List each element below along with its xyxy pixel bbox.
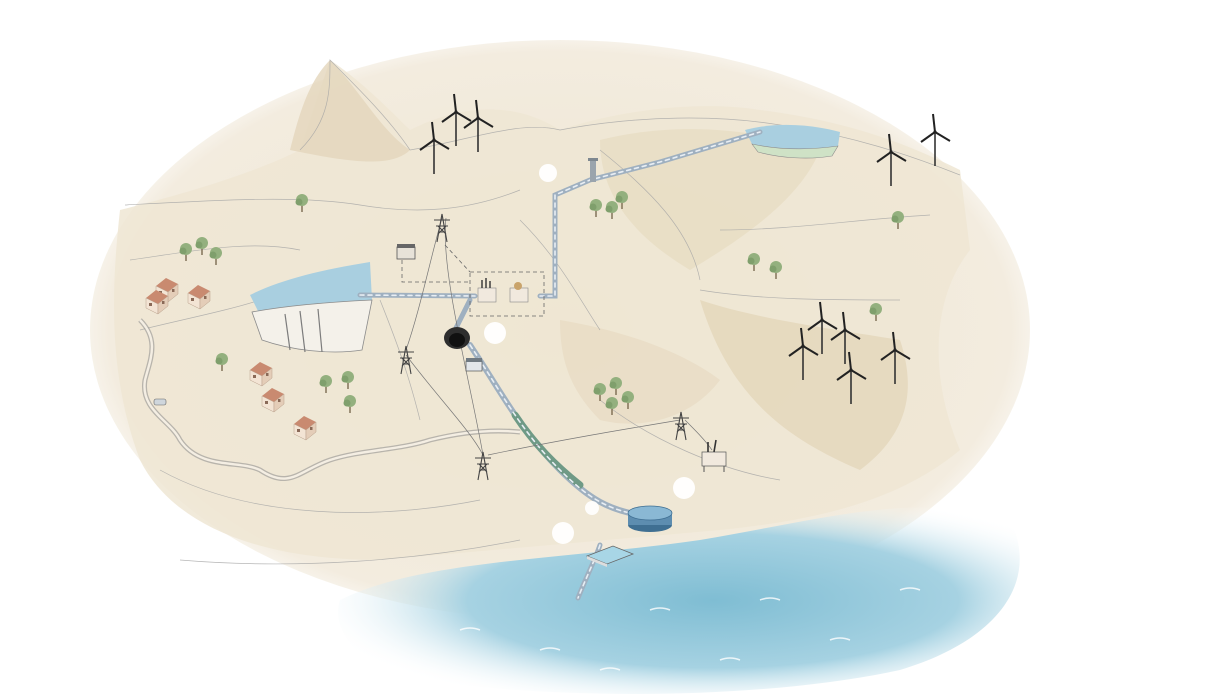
valve-house-icon <box>465 358 483 372</box>
upper-reservoir <box>745 124 840 159</box>
hotspot-upper-slope[interactable] <box>539 164 557 182</box>
surge-tower-icon <box>588 158 598 182</box>
hotspot-pump-station[interactable] <box>673 477 695 499</box>
intake-basin-icon <box>585 545 635 567</box>
control-building-icon <box>396 244 416 260</box>
sea <box>338 507 1020 694</box>
hotspot-sea-intake[interactable] <box>585 501 599 515</box>
pump-station-icon <box>627 505 673 532</box>
hotspot-power-station[interactable] <box>484 322 506 344</box>
transformer-icon <box>477 278 497 303</box>
car-icon <box>153 398 167 406</box>
hotspot-penstock[interactable] <box>552 522 574 544</box>
pipelines <box>357 129 763 601</box>
hotspots[interactable] <box>484 164 695 544</box>
control-links <box>401 244 545 317</box>
tunnel-icon <box>444 327 470 349</box>
village <box>145 277 317 441</box>
power-station-buildings <box>396 158 727 567</box>
substation-icon <box>509 282 529 303</box>
lower-reservoir-dam <box>250 262 373 353</box>
desalination-unit-icon <box>701 439 727 472</box>
